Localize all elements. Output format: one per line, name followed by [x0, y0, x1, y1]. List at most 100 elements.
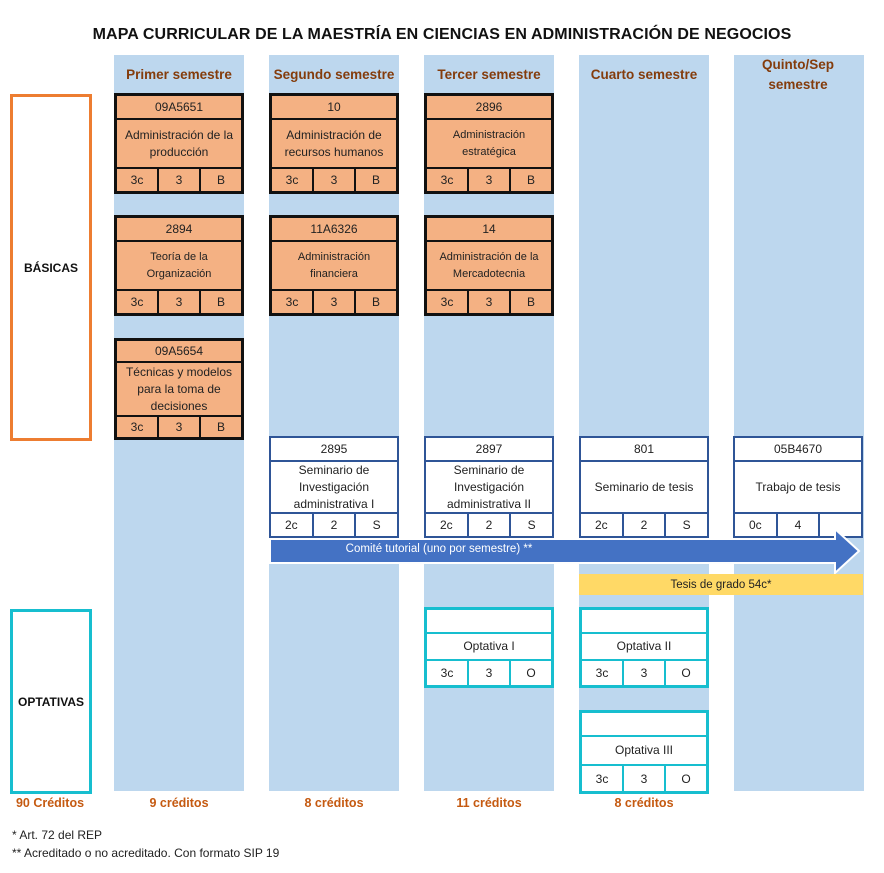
course-credits: 3c [595, 666, 609, 680]
course-type: O [664, 661, 706, 685]
course-hours: 3 [622, 661, 664, 685]
course-credits: 3c [285, 295, 299, 309]
page-title: MAPA CURRICULAR DE LA MAESTRÍA EN CIENCI… [92, 26, 792, 43]
course-code: 09A5651 [117, 96, 241, 120]
course-credits: 3c [285, 173, 299, 187]
course-hours: 3 [467, 169, 509, 191]
course-name: Administración estratégica [452, 128, 526, 158]
course-name: Teoría de la Organización [146, 250, 212, 280]
course-hours: 3 [157, 291, 199, 313]
footnote: ** Acreditado o no acreditado. Con forma… [12, 846, 280, 860]
course-type: B [354, 291, 396, 313]
total-credits: 90 Créditos [15, 796, 85, 810]
course-code [427, 610, 551, 634]
course-name: Administración de la producción [124, 127, 234, 159]
course-type: S [664, 514, 707, 536]
course-code: 11A6326 [272, 218, 396, 242]
course-hours: 3 [467, 661, 509, 685]
course-hours: 3 [312, 169, 354, 191]
course-type: O [509, 661, 551, 685]
course-credits: 3c [440, 666, 454, 680]
course-code: 801 [581, 438, 707, 462]
course-code: 05B4670 [735, 438, 861, 462]
tutorial-arrow-label: Comité tutorial (uno por semestre) ** [345, 543, 533, 555]
course-code: 2896 [427, 96, 551, 120]
course-credits: 2c [594, 518, 608, 532]
course-card[interactable]: 09A5651 Administración de la producción … [114, 93, 244, 194]
course-name: Administración financiera [297, 250, 371, 280]
course-type: S [509, 514, 552, 536]
course-credits: 3c [595, 771, 609, 786]
thesis-bar: Tesis de grado 54c* [579, 574, 863, 595]
course-name: Optativa III [614, 743, 674, 757]
course-hours: 3 [157, 169, 199, 191]
course-type: B [509, 291, 551, 313]
course-code: 2897 [426, 438, 552, 462]
course-name: Técnicas y modelos para la toma de decis… [125, 364, 233, 413]
course-type: B [199, 291, 241, 313]
course-code [582, 610, 706, 634]
course-code: 10 [272, 96, 396, 120]
course-name: Optativa I [463, 639, 515, 653]
course-card[interactable]: 14 Administración de la Mercadotecnia 3c… [424, 215, 554, 316]
course-type: B [509, 169, 551, 191]
course-card[interactable]: 10 Administración de recursos humanos 3c… [269, 93, 399, 194]
semester-header: Primer semestre [126, 67, 232, 82]
course-code: 2894 [117, 218, 241, 242]
course-type: B [199, 169, 241, 191]
course-name: Administración de recursos humanos [284, 127, 384, 159]
course-type: B [354, 169, 396, 191]
course-credits: 2c [284, 518, 298, 532]
course-name: Optativa II [616, 639, 672, 653]
course-type [818, 514, 861, 536]
course-name: Seminario de Investigación administrativ… [446, 462, 532, 511]
course-code [582, 713, 706, 737]
semester-column-5: Quinto/Sep semestre [734, 55, 864, 791]
semester-credits: 8 créditos [614, 796, 674, 810]
course-hours: 3 [622, 766, 664, 791]
course-card[interactable]: 09A5654 Técnicas y modelos para la toma … [114, 338, 244, 440]
course-type: S [354, 514, 397, 536]
course-hours: 3 [467, 291, 509, 313]
course-code: 2895 [271, 438, 397, 462]
semester-credits: 11 créditos [456, 796, 522, 810]
course-hours: 2 [466, 514, 510, 536]
course-type: O [664, 766, 706, 791]
category-optional: OPTATIVAS [10, 609, 92, 794]
course-credits: 3c [440, 173, 454, 187]
course-name: Administración de la Mercadotecnia [439, 250, 539, 280]
course-hours: 3 [312, 291, 354, 313]
course-hours: 2 [621, 514, 665, 536]
semester-header: Cuarto semestre [590, 67, 698, 82]
semester-credits: 8 créditos [304, 796, 364, 810]
footnote: * Art. 72 del REP [12, 828, 103, 842]
course-name: Seminario de Investigación administrativ… [293, 462, 375, 511]
course-credits: 3c [130, 173, 144, 187]
semester-header: Tercer semestre [437, 67, 541, 82]
course-code: 14 [427, 218, 551, 242]
course-credits: 3c [440, 295, 454, 309]
semester-header: Segundo semestre [273, 67, 395, 82]
course-card[interactable]: 2895 Seminario de Investigación administ… [269, 436, 399, 538]
course-code: 09A5654 [117, 341, 241, 363]
course-type: B [199, 417, 241, 437]
course-name: Seminario de tesis [594, 479, 694, 494]
course-hours: 2 [311, 514, 355, 536]
course-hours: 4 [775, 514, 819, 536]
semester-credits: 9 créditos [149, 796, 209, 810]
course-credits: 3c [130, 420, 144, 434]
course-name: Trabajo de tesis [755, 479, 841, 494]
course-card[interactable]: 2897 Seminario de Investigación administ… [424, 436, 554, 538]
tutorial-arrow [269, 528, 861, 574]
course-credits: 3c [130, 295, 144, 309]
course-hours: 3 [157, 417, 199, 437]
category-basic: BÁSICAS [10, 94, 92, 441]
